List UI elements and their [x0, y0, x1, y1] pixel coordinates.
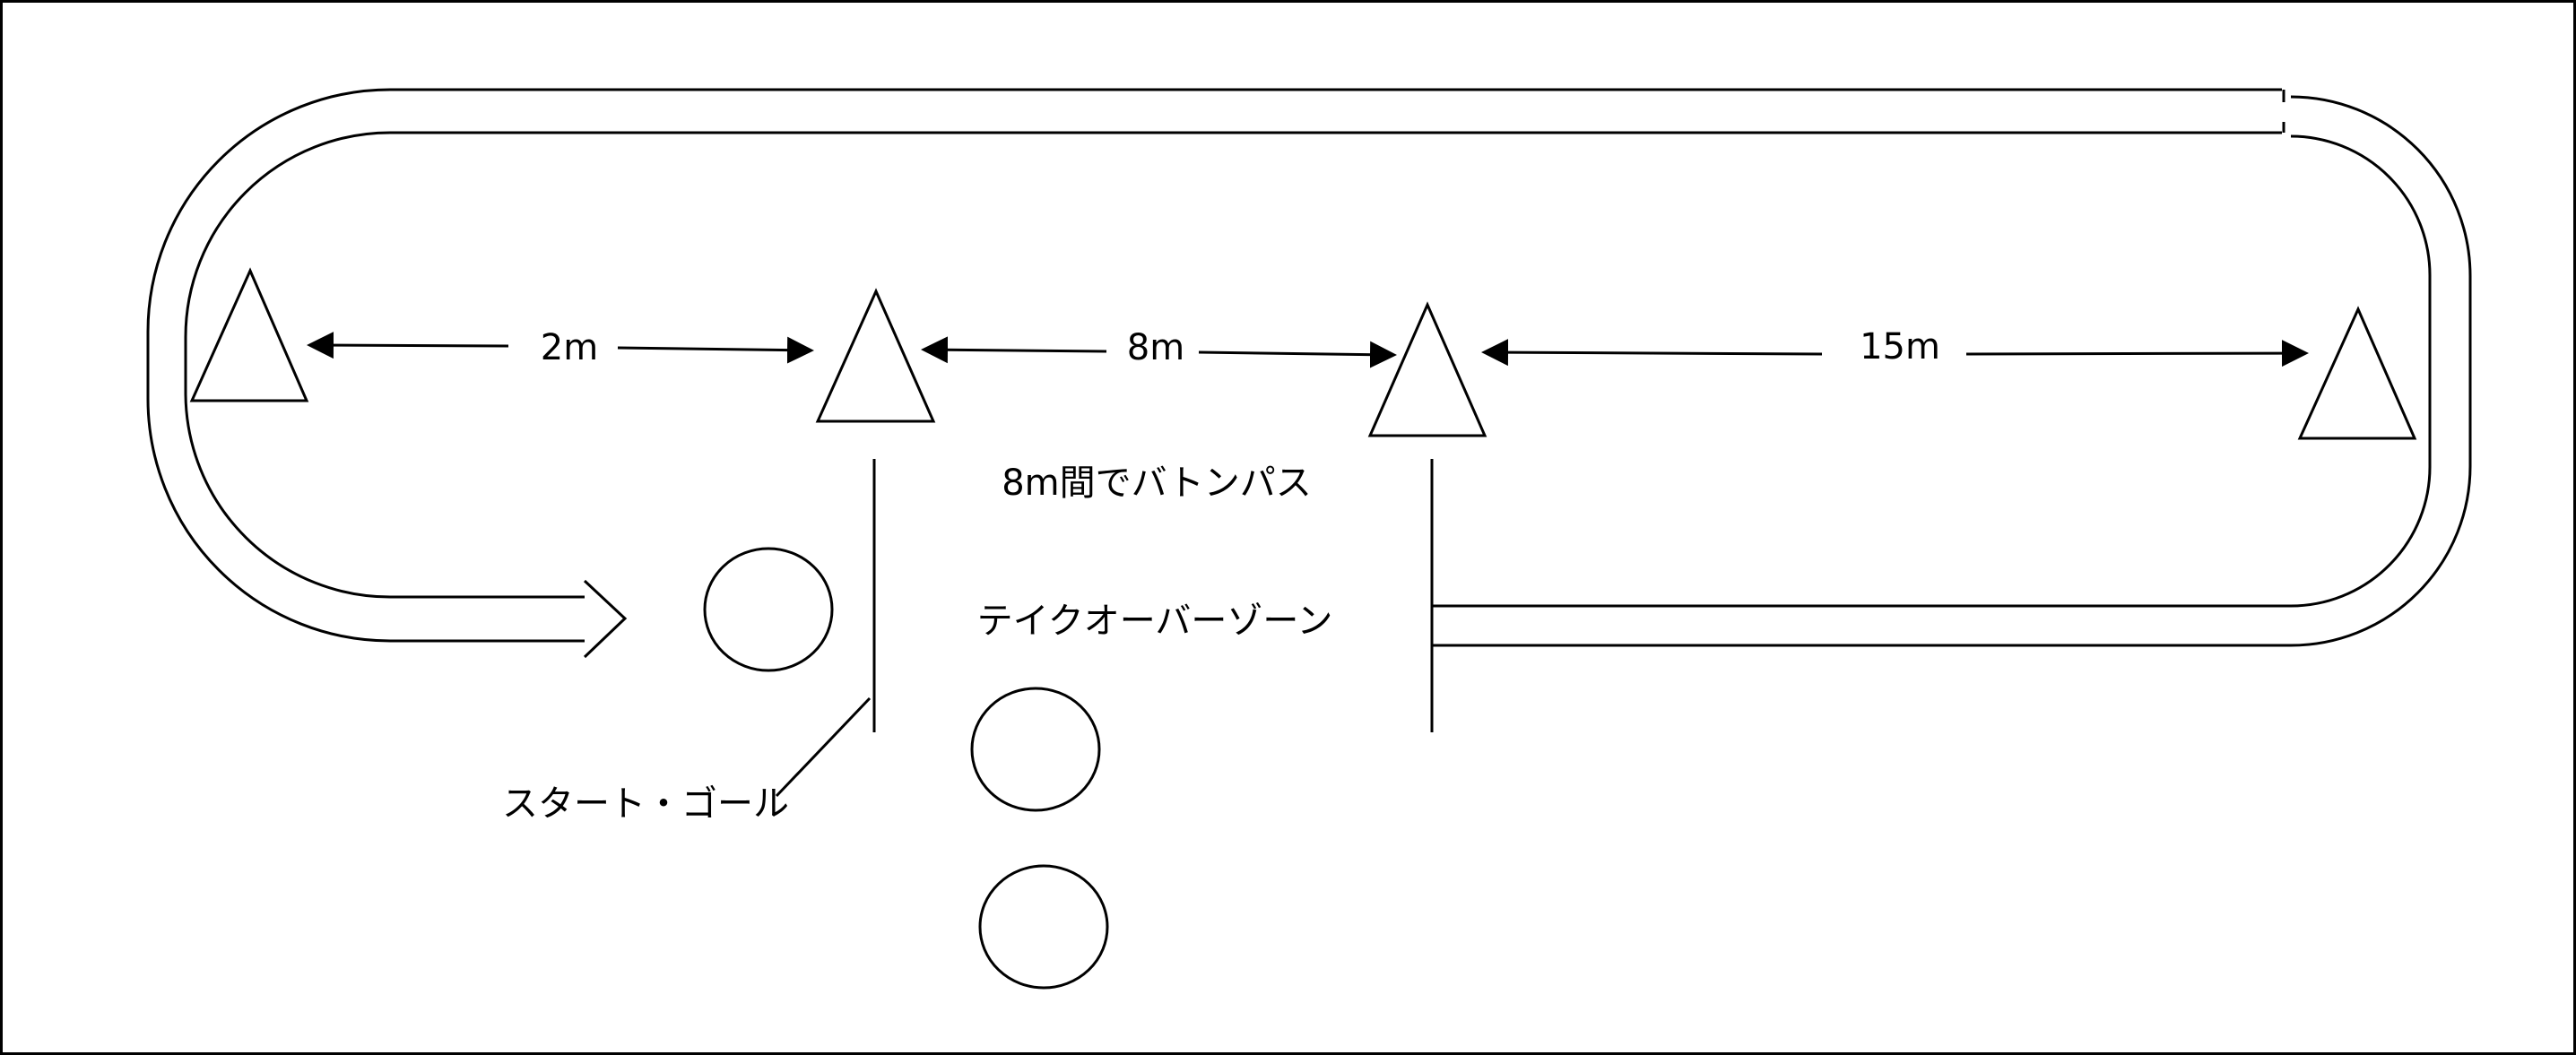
runner-circle — [970, 687, 1101, 812]
track-inner-right-edge — [1432, 134, 2432, 608]
track-inner-left-edge — [184, 131, 2282, 599]
distance-label-8m: 8m — [1127, 327, 1184, 368]
distance-label-2m: 2m — [541, 327, 598, 368]
cone-marker — [189, 267, 309, 402]
start-goal-pointer — [775, 696, 872, 798]
cone-marker — [1367, 301, 1487, 437]
distance-arrow — [921, 336, 1107, 364]
distance-arrow — [307, 332, 509, 359]
track-outer-left-edge — [146, 88, 2282, 643]
runner-circle — [978, 864, 1109, 990]
takeover-zone-label: テイクオーバーゾーン — [977, 601, 1333, 642]
start-arrow — [583, 579, 628, 659]
baton-pass-label: 8m間でバトンパス — [1002, 463, 1312, 504]
start-goal-label: スタート・ゴール — [502, 783, 789, 825]
distance-arrow — [1198, 341, 1397, 368]
cone-marker — [815, 288, 936, 423]
distance-arrow — [617, 336, 814, 364]
runner-circle — [703, 547, 834, 672]
distance-arrow — [1965, 340, 2309, 368]
cone-marker — [2297, 306, 2417, 440]
distance-arrow — [1481, 339, 1823, 367]
track-outer-right-edge — [1432, 95, 2472, 647]
distance-label-15m: 15m — [1860, 326, 1940, 368]
